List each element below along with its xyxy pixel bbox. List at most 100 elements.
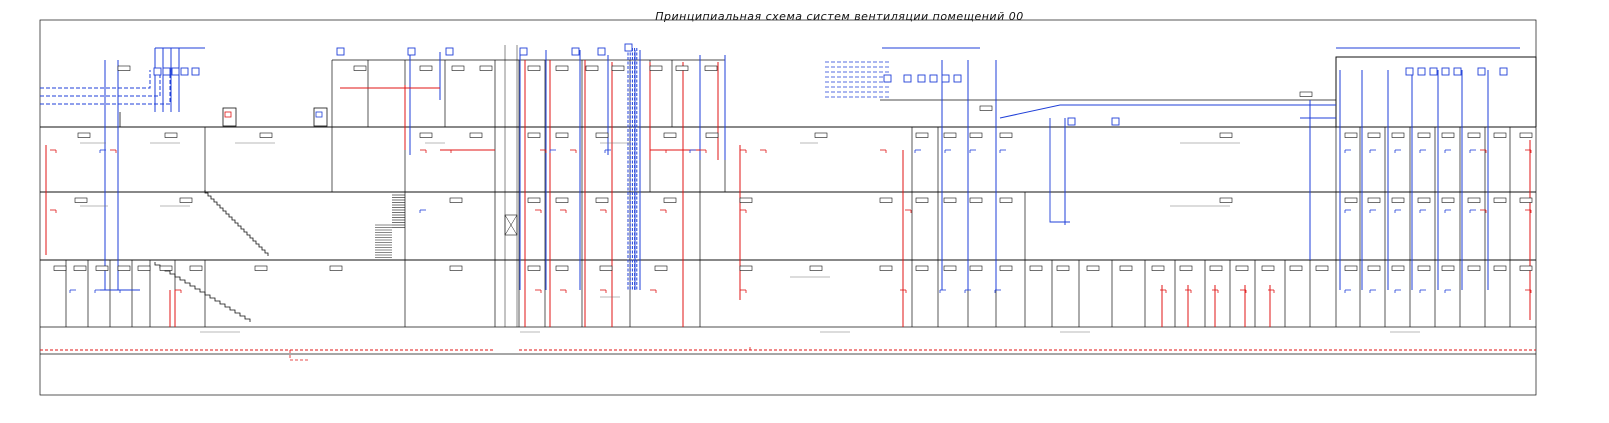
room-tag — [1219, 197, 1233, 203]
room-tag — [915, 197, 929, 203]
room-tag — [479, 65, 493, 71]
room-tag — [969, 265, 983, 271]
supply-branch — [40, 70, 161, 97]
room-tag — [53, 265, 67, 271]
room-tag — [675, 65, 689, 71]
room-tag — [739, 265, 753, 271]
supply-riser — [1049, 118, 1070, 223]
room-tag — [1467, 265, 1481, 271]
room-tag — [1493, 132, 1507, 138]
room-tag — [419, 132, 433, 138]
room-tag — [95, 265, 109, 271]
fan-unit — [1499, 67, 1508, 76]
room-tag — [663, 197, 677, 203]
room-tag — [527, 197, 541, 203]
room-tag — [1367, 197, 1381, 203]
room-tag — [705, 132, 719, 138]
room-tag — [419, 65, 433, 71]
room-tag — [814, 132, 828, 138]
room-tag — [1417, 197, 1431, 203]
supply-branch — [999, 104, 1336, 119]
room-tag — [1441, 197, 1455, 203]
room-tag — [1467, 132, 1481, 138]
room-tag — [1179, 265, 1193, 271]
staircase — [154, 262, 251, 322]
supply-branch — [40, 70, 151, 89]
room-tag — [451, 65, 465, 71]
room-tag — [469, 132, 483, 138]
room-tag — [654, 265, 668, 271]
room-tag — [915, 132, 929, 138]
room-tag — [1219, 132, 1233, 138]
room-tag — [329, 265, 343, 271]
air-handling-unit — [224, 111, 232, 118]
room-tag — [879, 265, 893, 271]
room-tag — [73, 265, 87, 271]
staircase — [204, 190, 269, 256]
fan-unit — [153, 67, 162, 76]
fan-unit — [1067, 117, 1076, 126]
room-tag — [1519, 132, 1533, 138]
room-tag — [179, 197, 193, 203]
room-tag — [1417, 265, 1431, 271]
room-tag — [1493, 197, 1507, 203]
room-tag — [74, 197, 88, 203]
room-tag — [649, 65, 663, 71]
room-tag — [1441, 132, 1455, 138]
room-tag — [159, 265, 173, 271]
fan-unit — [445, 47, 454, 56]
fan-unit — [624, 43, 633, 52]
elevator-cross — [504, 214, 518, 236]
room-tag — [449, 265, 463, 271]
fan-unit — [1453, 67, 1462, 76]
room-tag — [1391, 265, 1405, 271]
room-tag — [1467, 197, 1481, 203]
fan-unit — [571, 47, 580, 56]
fan-unit — [1111, 117, 1120, 126]
room-tag — [943, 132, 957, 138]
room-tag — [1299, 91, 1313, 97]
room-tag — [1493, 265, 1507, 271]
fan-unit — [883, 74, 892, 83]
room-tag — [1289, 265, 1303, 271]
room-tag — [1344, 265, 1358, 271]
room-tag — [1344, 132, 1358, 138]
room-tag — [353, 65, 367, 71]
exhaust-outlet — [289, 350, 310, 361]
room-tag — [164, 132, 178, 138]
room-tag — [555, 65, 569, 71]
room-tag — [969, 197, 983, 203]
room-tag — [1391, 197, 1405, 203]
room-tag — [137, 265, 151, 271]
room-tag — [879, 197, 893, 203]
room-tag — [1086, 265, 1100, 271]
room-tag — [1151, 265, 1165, 271]
fan-unit — [597, 47, 606, 56]
room-tag — [595, 197, 609, 203]
room-tag — [999, 265, 1013, 271]
room-tag — [189, 265, 203, 271]
room-tag — [527, 265, 541, 271]
room-tag — [1029, 265, 1043, 271]
room-tag — [599, 265, 613, 271]
fan-unit — [953, 74, 962, 83]
room-tag — [1119, 265, 1133, 271]
room-tag — [585, 65, 599, 71]
room-tag — [915, 265, 929, 271]
fan-unit — [171, 67, 180, 76]
fan-unit — [1405, 67, 1414, 76]
room-tag — [999, 132, 1013, 138]
room-tag — [663, 132, 677, 138]
fan-unit — [903, 74, 912, 83]
room-tag — [943, 197, 957, 203]
fan-unit — [941, 74, 950, 83]
fan-unit — [1417, 67, 1426, 76]
room-tag — [555, 265, 569, 271]
supply-branch — [40, 70, 171, 105]
fan-unit — [162, 67, 171, 76]
fan-unit — [1477, 67, 1486, 76]
room-tag — [117, 265, 131, 271]
fan-unit — [191, 67, 200, 76]
room-tag — [1209, 265, 1223, 271]
